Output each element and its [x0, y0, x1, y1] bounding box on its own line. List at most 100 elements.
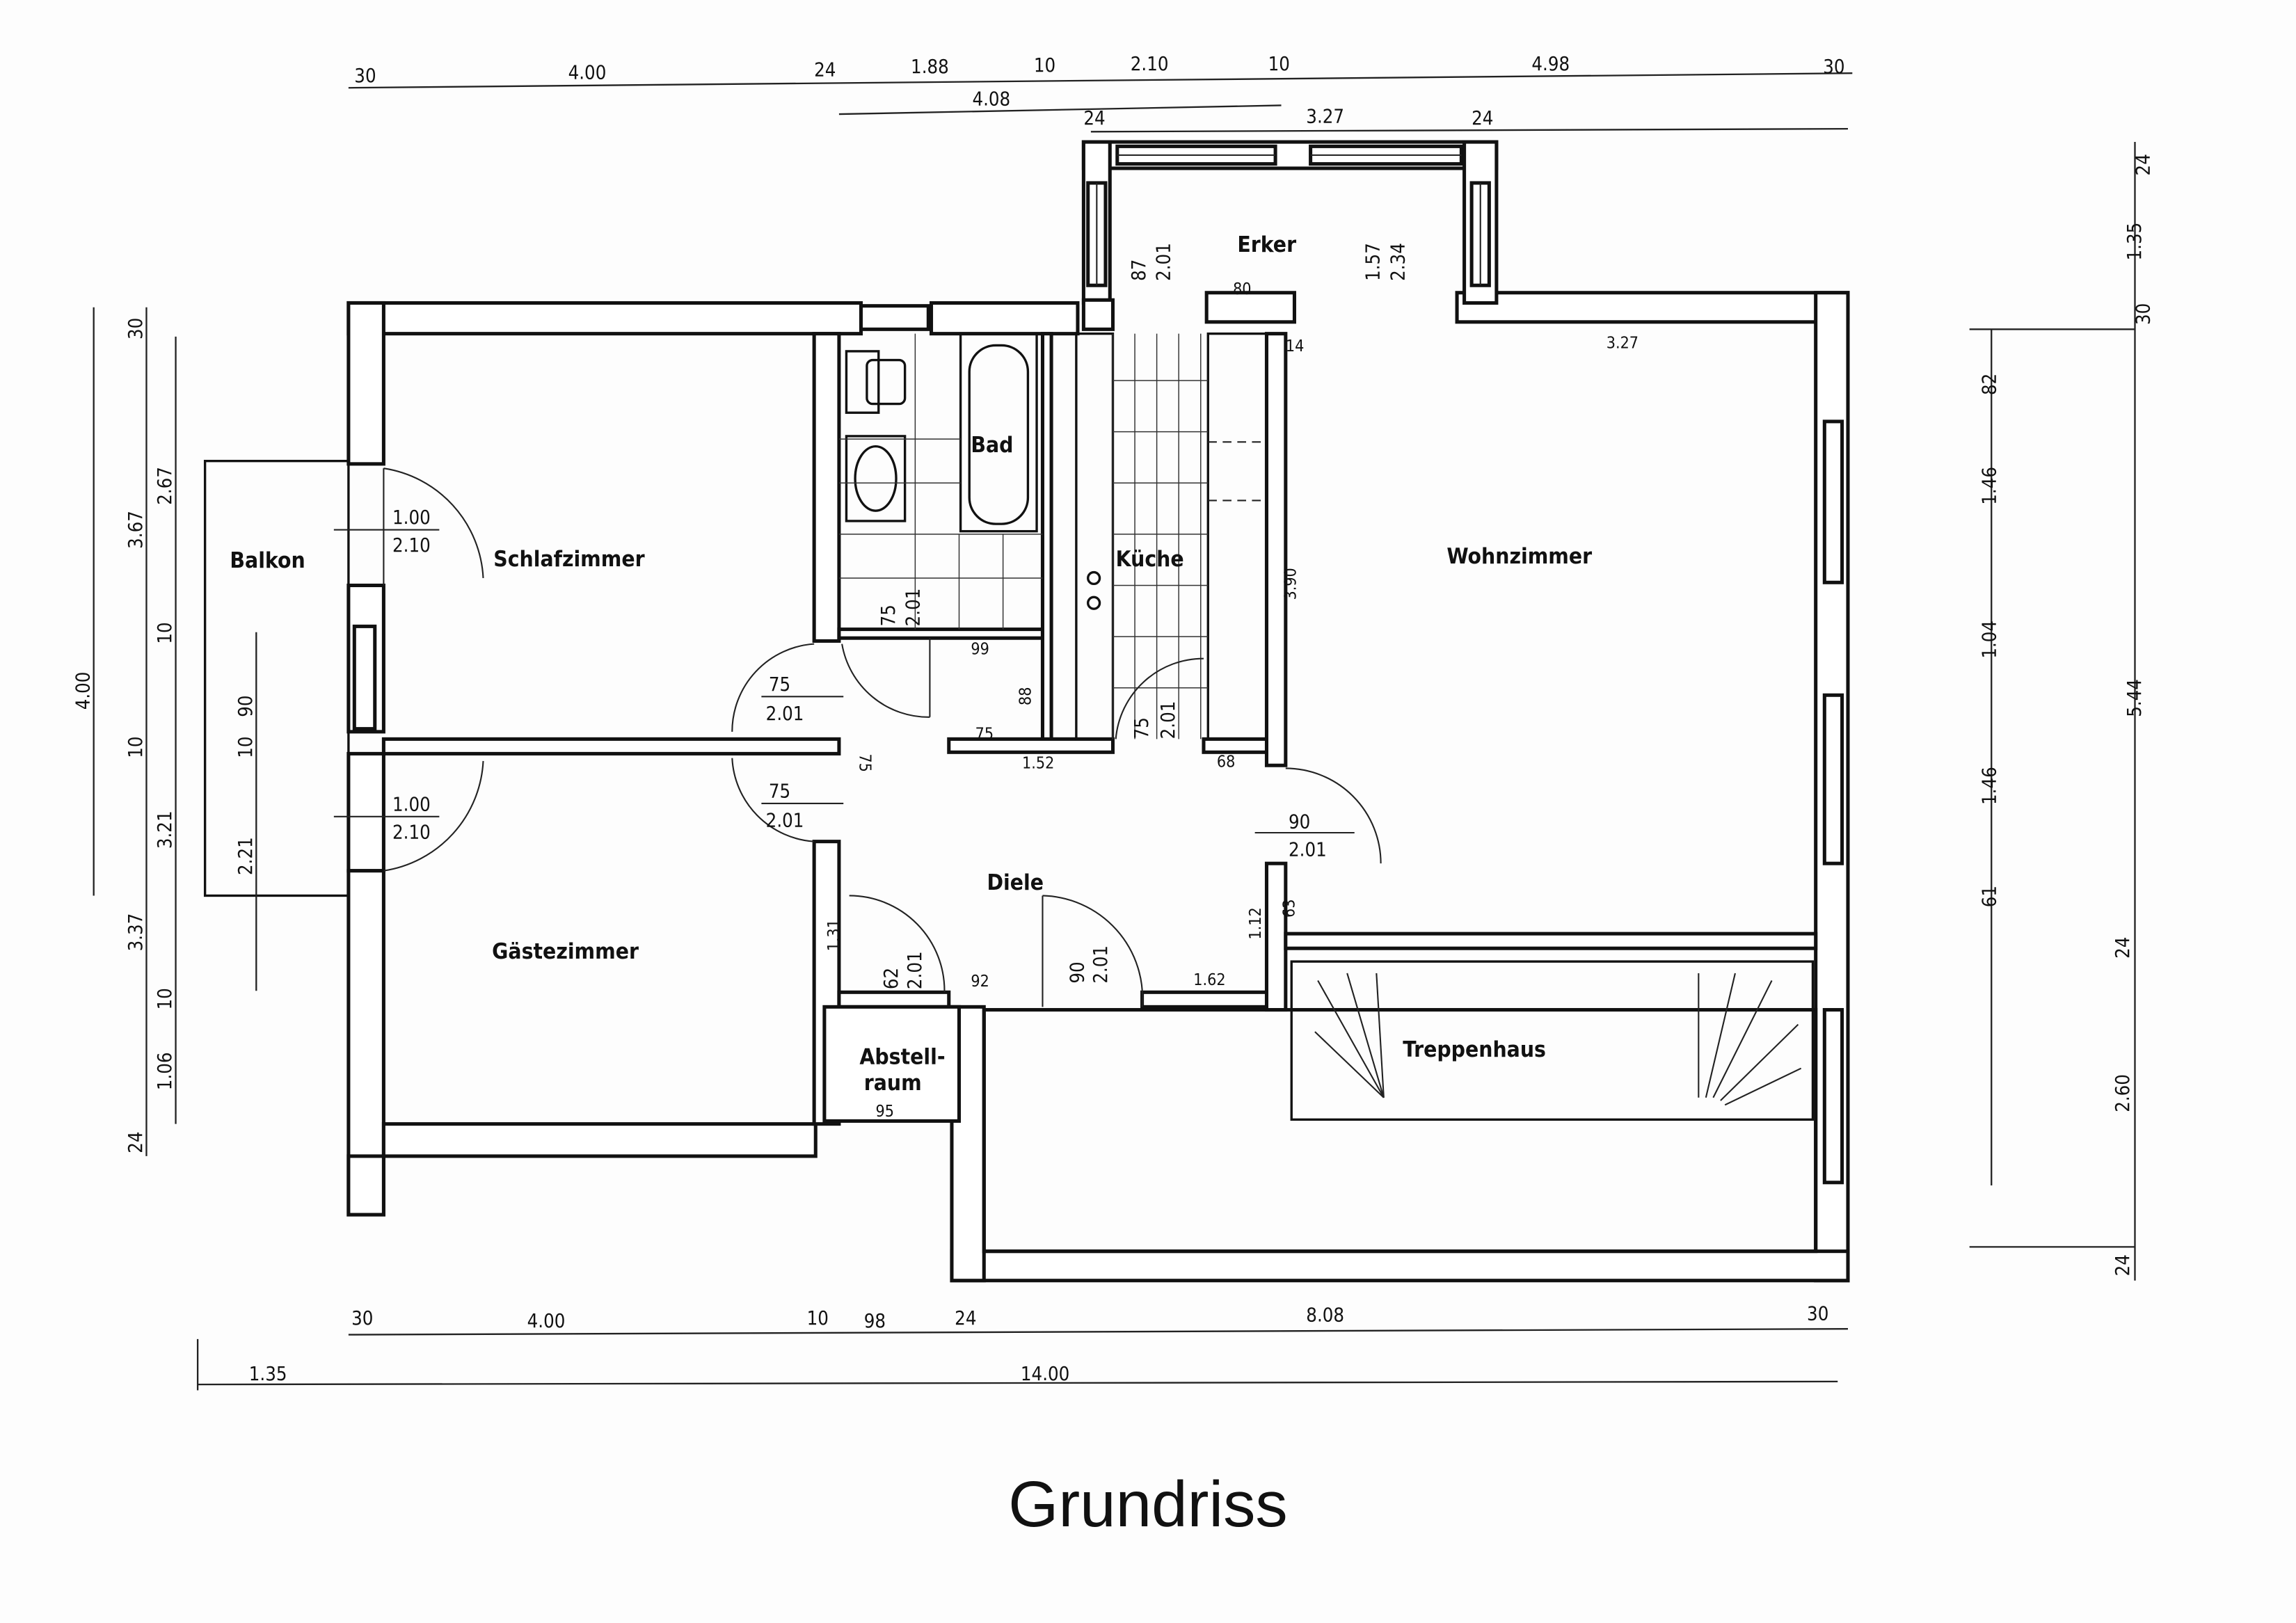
erker-dim: 2.34: [1387, 243, 1409, 281]
dim-label: 24: [1083, 108, 1105, 129]
door-height: 2.01: [903, 589, 925, 627]
dim-label: 30: [1807, 1304, 1828, 1325]
dim-label: 10: [154, 622, 176, 643]
door-labels: 1.00 2.10 1.00 2.10 75 2.01 75 2.01 75 2…: [333, 243, 1409, 989]
dim-label: 80: [1233, 280, 1251, 298]
dim-label: 10: [807, 1308, 829, 1329]
door-width: 75: [878, 605, 900, 626]
dim-label: 24: [2112, 937, 2134, 959]
dim-label: 10: [1034, 55, 1055, 77]
room-gaestezimmer: Gästezimmer: [492, 939, 639, 964]
door-width: 1.00: [392, 507, 431, 529]
dim-label: 14: [1286, 337, 1304, 355]
dim-label: 24: [125, 1131, 147, 1153]
dim-label: 1.35: [2124, 223, 2146, 261]
dim-label: 30: [1823, 56, 1844, 78]
dim-label: 4.00: [72, 672, 94, 710]
left-dimensions: 30 2.67 3.67 10 4.00 90 10 10 3.21 2.21 …: [72, 318, 257, 1153]
dim-label: 3.37: [125, 913, 147, 952]
bottom-dimensions: 30 4.00 10 98 24 8.08 30 1.35 14.00: [249, 1304, 1829, 1385]
door-width: 75: [769, 781, 790, 803]
door-width: 75: [1131, 717, 1153, 739]
dim-label: 98: [864, 1311, 886, 1332]
door-height: 2.01: [766, 810, 804, 832]
dim-label: 30: [354, 65, 376, 87]
room-wohnzimmer: Wohnzimmer: [1446, 544, 1592, 569]
dim-label: 2.60: [2112, 1074, 2134, 1112]
dim-label: 14.00: [1021, 1364, 1069, 1385]
door-height: 2.10: [392, 535, 431, 557]
dim-label: 90: [235, 696, 257, 717]
erker-dim: 87: [1129, 259, 1150, 281]
dim-label: 5.44: [2124, 679, 2146, 717]
door-height: 2.01: [1289, 840, 1327, 861]
dim-label: 4.08: [972, 88, 1010, 110]
dim-label: 4.00: [568, 63, 607, 84]
room-labels: Balkon Schlafzimmer Bad Küche Wohnzimmer…: [230, 232, 1592, 1096]
door-width: 1.00: [392, 794, 431, 815]
dim-label: 99: [971, 640, 989, 658]
dim-label: 10: [1268, 54, 1290, 75]
dim-label: 75: [975, 725, 994, 743]
dim-label: 30: [125, 318, 147, 339]
dim-label: 10: [125, 736, 147, 758]
dim-label: 4.98: [1531, 54, 1570, 75]
staircase: [1290, 960, 1815, 1121]
top-dimensions: 30 4.00 24 1.88 10 2.10 10 4.98 30 4.08 …: [354, 54, 1844, 129]
dim-label: 2.21: [235, 837, 257, 875]
door-width: 90: [1289, 812, 1310, 833]
room-schlafzimmer: Schlafzimmer: [493, 547, 644, 572]
dim-label: 1.31: [825, 919, 843, 951]
door-width: 62: [881, 968, 902, 989]
dim-label: 24: [2112, 1254, 2134, 1276]
room-abstellraum-2: raum: [864, 1071, 922, 1096]
dim-label: 1.88: [911, 56, 949, 78]
dim-label: 3.27: [1607, 335, 1639, 353]
plan-caption: Grundriss: [1008, 1468, 1287, 1540]
dim-label: 1.12: [1247, 907, 1265, 939]
dim-label: 1.35: [249, 1364, 287, 1385]
kitchen-fixtures: [1075, 332, 1268, 741]
door-width: 90: [1067, 961, 1088, 983]
dim-label: 8.08: [1306, 1305, 1344, 1327]
inner-dimensions: 80 14 3.27 3.90 99 88 75 1.52 68 75 1.31…: [825, 280, 1639, 1121]
erker-dim: 1.57: [1363, 243, 1385, 281]
dim-label: 92: [971, 973, 989, 991]
dim-label: 95: [876, 1103, 894, 1121]
dim-label: 24: [2133, 154, 2155, 175]
room-abstellraum-1: Abstell-: [859, 1044, 945, 1069]
bathroom-fixtures: [838, 332, 1043, 630]
dim-label: 3.27: [1306, 106, 1344, 128]
dim-label: 4.00: [527, 1311, 566, 1332]
room-kueche: Küche: [1116, 547, 1184, 572]
room-balkon: Balkon: [230, 548, 305, 573]
dim-label: 2.10: [1131, 54, 1169, 75]
dim-label: 61: [1979, 886, 2001, 907]
dim-label: 68: [1217, 753, 1235, 771]
door-height: 2.01: [1158, 701, 1179, 739]
dim-label: 88: [1017, 687, 1035, 705]
dim-label: 30: [2133, 303, 2155, 325]
dim-label: 1.46: [1979, 467, 2001, 505]
dimension-lines: [93, 72, 2136, 1391]
room-treppenhaus: Treppenhaus: [1403, 1037, 1546, 1062]
dim-label: 1.06: [154, 1053, 176, 1091]
dim-label: 3.67: [125, 511, 147, 549]
dim-label: 30: [351, 1308, 373, 1329]
dim-label: 10: [154, 988, 176, 1009]
door-swings: [383, 467, 1382, 1007]
right-dimensions: 24 1.35 30 82 1.46 1.04 1.46 61 5.44 24 …: [1979, 154, 2155, 1276]
door-width: 75: [769, 674, 790, 696]
balcony-outline: [203, 459, 350, 897]
room-bad: Bad: [971, 433, 1013, 458]
door-height: 2.01: [1090, 945, 1112, 984]
dim-label: 75: [855, 753, 873, 771]
dim-label: 3.90: [1282, 568, 1300, 600]
room-diele: Diele: [987, 870, 1044, 895]
dim-label: 2.67: [154, 467, 176, 505]
dim-label: 1.04: [1979, 621, 2001, 659]
windows: [352, 144, 1844, 1185]
dim-label: 1.52: [1022, 754, 1054, 772]
dim-label: 10: [235, 736, 257, 758]
